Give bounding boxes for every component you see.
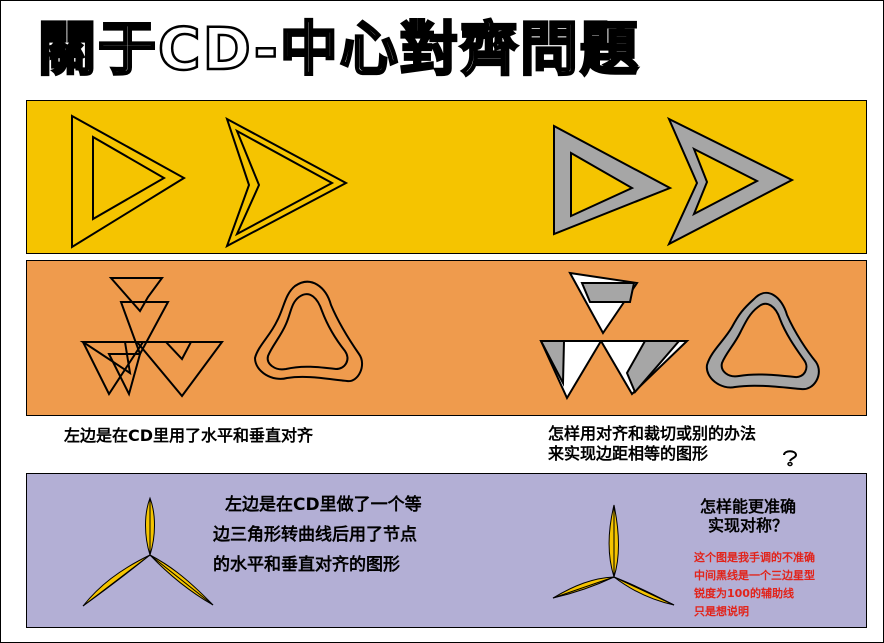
propeller-right [552, 504, 675, 606]
panel-rotated-shapes [26, 260, 867, 416]
caption-row2-left: 左边是在CD里用了水平和垂直对齐 [64, 426, 314, 445]
caption-row3-right: 怎样能更准确 实现对称？ [688, 497, 808, 535]
caption-row3-right-line2: 实现对称？ [707, 516, 788, 535]
propeller-drawing [82, 496, 675, 607]
caption-row2-right-line2: 来实现边距相等的图形 [548, 444, 709, 463]
page-title: 關于CD-中心對齊問題 [37, 14, 640, 85]
note-line-1: 这个图是我手调的不准确 [694, 551, 815, 564]
outline-tri-fan [79, 277, 224, 398]
filled-triangle [553, 124, 673, 236]
caption-row2-right: 怎样用对齐和裁切或别的办法 来实现边距相等的图形 [548, 424, 756, 464]
filled-tri-fan [539, 271, 690, 401]
caption-row3-left-line2: 边三角形转曲线后用了节点 [213, 525, 417, 545]
triangles-drawing [71, 114, 795, 249]
caption-row3-right-line1: 怎样能更准确 [699, 497, 796, 516]
caption-row3-left-line3: 的水平和垂直对齐的图形 [213, 555, 400, 575]
outline-chevron-triangle [225, 116, 349, 249]
filled-chevron-triangle [666, 116, 795, 247]
panel-triangles [26, 100, 867, 254]
question-mark-icon [783, 450, 798, 467]
caption-row2-right-line1: 怎样用对齐和裁切或别的办法 [548, 424, 757, 443]
propeller-left [82, 496, 214, 607]
note-line-4: 只是想说明 [694, 605, 749, 618]
outline-rounded-triangle [253, 280, 364, 383]
note-line-2: 中间黑线是一个三边星型 [694, 569, 815, 582]
caption-row3-left-line1: 左边是在CD里做了一个等 [225, 495, 422, 515]
rotated-shapes-drawing [79, 271, 820, 401]
note-line-3: 锐度为100的辅助线 [694, 587, 794, 600]
outline-triangle [71, 114, 186, 249]
caption-row3-left: 左边是在CD里做了一个等 边三角形转曲线后用了节点 的水平和垂直对齐的图形 [213, 490, 422, 580]
notes-red: 这个图是我手调的不准确 中间黑线是一个三边星型 锐度为100的辅助线 只是想说明 [694, 549, 815, 621]
filled-rounded-triangle [705, 292, 820, 391]
panel-propeller-shapes [26, 473, 867, 628]
